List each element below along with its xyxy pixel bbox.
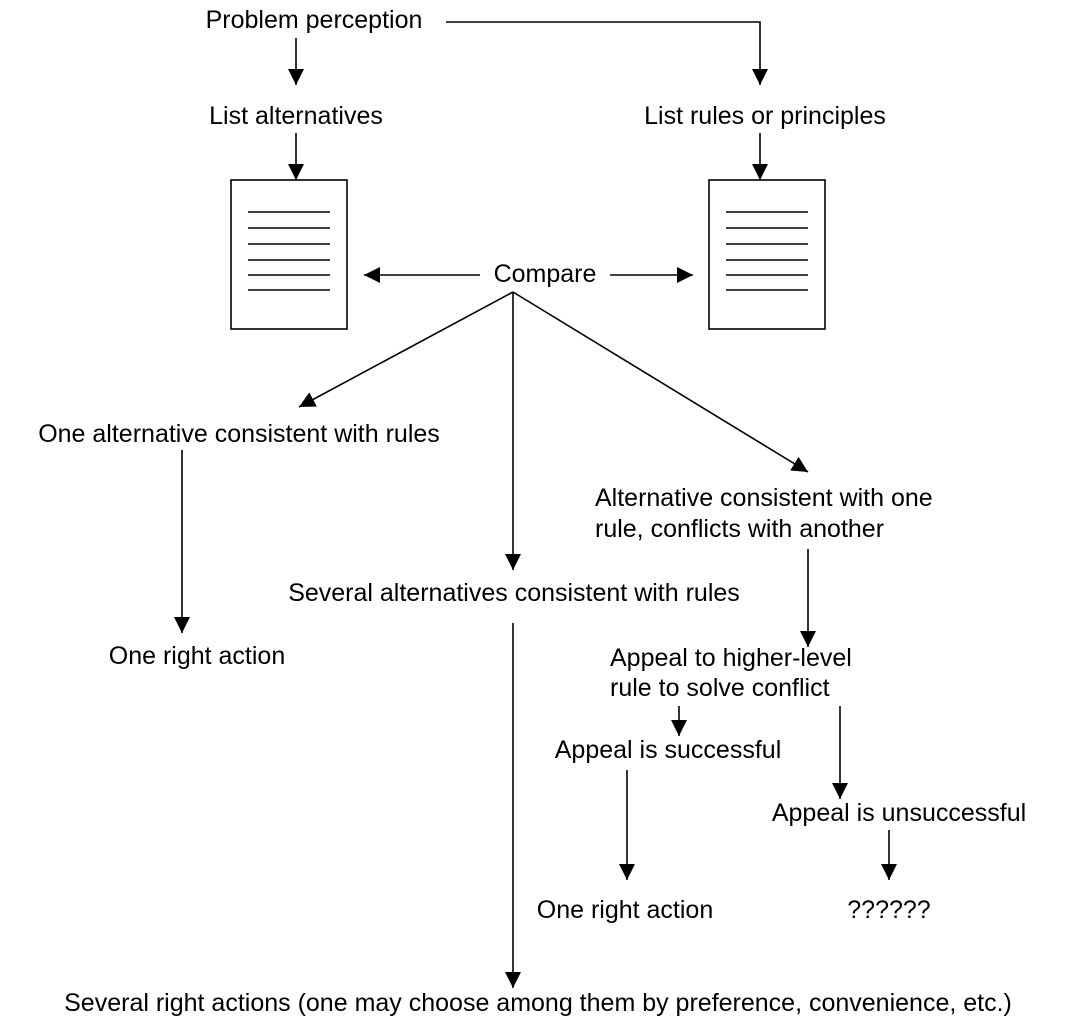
node-appeal-successful: Appeal is successful	[554, 736, 782, 764]
node-compare: Compare	[493, 260, 597, 288]
node-one-alternative: One alternative consistent with rules	[38, 420, 440, 448]
node-list-alternatives: List alternatives	[209, 102, 383, 130]
node-appeal-unsuccessful: Appeal is unsuccessful	[771, 799, 1027, 827]
document-icon	[708, 179, 826, 330]
node-problem-perception: Problem perception	[205, 6, 423, 34]
node-appeal-higher-line1: Appeal to higher-level	[610, 644, 852, 672]
node-list-rules: List rules or principles	[644, 102, 886, 130]
arrow-problem-to-rules	[446, 21, 768, 85]
arrow-compare-to-conflict	[512, 291, 809, 473]
node-appeal-higher-line2: rule to solve conflict	[610, 674, 830, 702]
node-unknown: ??????	[847, 896, 931, 924]
node-several-alternatives: Several alternatives consistent with rul…	[288, 579, 740, 607]
node-several-right-actions: Several right actions (one may choose am…	[64, 989, 1012, 1017]
node-alt-conflict-line2: rule, conflicts with another	[595, 515, 885, 543]
document-icon	[230, 179, 348, 330]
arrow-compare-to-one-alternative	[298, 291, 514, 408]
node-one-right-action-right: One right action	[536, 896, 714, 924]
node-alt-conflict-line1: Alternative consistent with one	[595, 484, 933, 512]
node-one-right-action-left: One right action	[108, 642, 286, 670]
